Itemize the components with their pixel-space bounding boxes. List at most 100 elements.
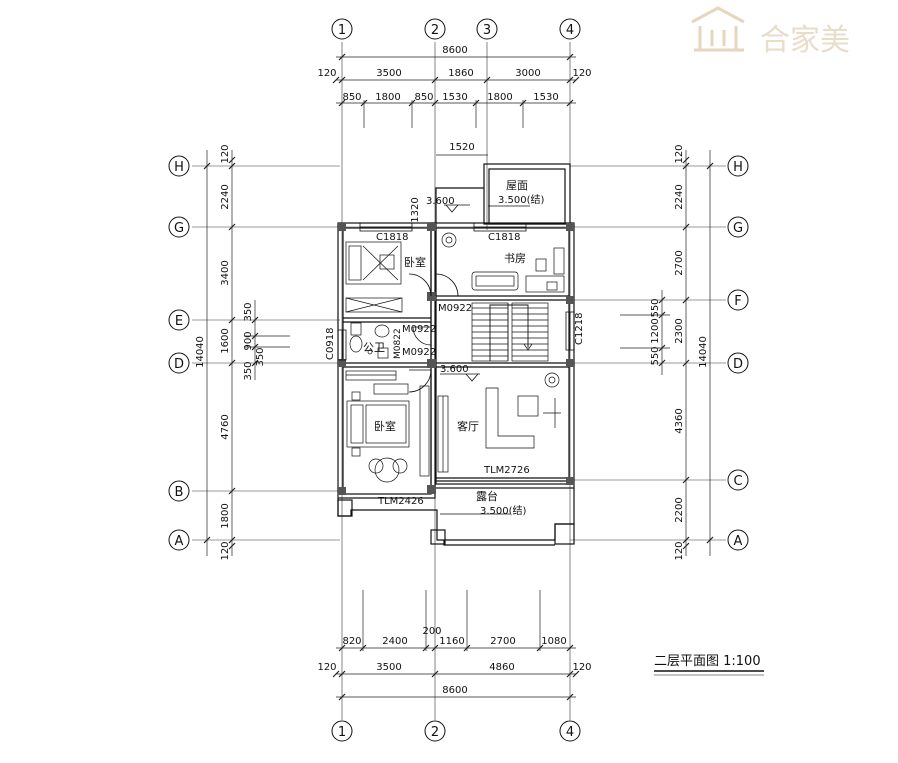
dim-top-r1-1: 3500 [376,68,401,79]
axis-left-a: A [175,534,184,549]
dim-left-3: 1600 [220,328,231,353]
bedroom-top-furniture [345,241,403,313]
label-study: 书房 [504,252,526,265]
dim-right-in-2: 550 [650,346,661,365]
windows [337,222,575,361]
axis-left-d: D [174,357,184,372]
code-m0922-a: M0922 [438,303,472,314]
code-m0922-c: M0922 [402,347,436,358]
dim-top-r2-1: 1800 [375,92,400,103]
dim-left-1: 2240 [220,184,231,209]
axis-left-b: B [175,485,184,500]
dim-right-4: 4360 [674,408,685,433]
dim-bottom-r2-5: 1080 [541,636,566,647]
dim-left-5: 4760 [220,414,231,439]
axis-right-c: C [733,474,742,489]
doors [408,273,459,393]
dim-left-4: 350 [243,361,254,380]
axis-right-g: G [733,221,743,236]
left-dimensions [203,150,290,556]
dim-left-total: 14040 [195,336,206,368]
dim-bottom-r2-0: 820 [342,636,361,647]
code-m0822: M0822 [393,328,403,359]
dim-top-r2-2: 850 [414,92,433,103]
dim-bottom-r2-1: 2400 [382,636,407,647]
dim-bottom-r2-3: 1160 [439,636,464,647]
axis-grid [192,42,726,720]
label-terrace-elev: 3.500(结) [480,504,527,517]
dim-top-r1-3: 3000 [515,68,540,79]
dim-top-extra: 1520 [449,142,474,153]
code-tlm2426: TLM2426 [377,496,424,507]
right-dimensions [620,150,714,556]
bottom-dimensions [332,590,580,701]
dim-bottom-r1-3: 120 [572,662,591,673]
watermark: 合家美 [691,6,850,58]
axis-bottom-1: 1 [338,725,346,740]
label-roof-elev: 3.500(结) [498,193,545,206]
label-bath: 公卫 [363,341,385,354]
dim-left-in-1: 900 [243,331,254,350]
walls [337,163,575,546]
dim-bottom-total: 8600 [442,685,467,696]
dim-right-6: 120 [674,541,685,560]
code-tlm2726: TLM2726 [483,465,530,476]
dim-top-r1-2: 1860 [448,68,473,79]
dim-right-3: 2300 [674,318,685,343]
code-c1818-a: C1818 [376,232,408,243]
axis-right-h: H [733,160,743,175]
dim-left-in-2: 350 [255,347,266,366]
label-elev-2: 3.600 [440,364,469,375]
axis-right-a: A [734,534,743,549]
dim-top-r2-0: 850 [342,92,361,103]
dim-right-0: 120 [674,144,685,163]
label-bedroom-top: 卧室 [404,255,426,269]
dim-top-r1-4: 120 [572,68,591,79]
axis-bottom-4: 4 [566,725,574,740]
axis-bottom-2: 2 [431,725,439,740]
logo-house-icon [691,6,745,52]
dim-left-0: 120 [220,144,231,163]
label-bedroom-main: 卧室 [374,419,396,433]
dim-right-in-0: 550 [650,298,661,317]
axis-right-d: D [733,357,743,372]
bottom-dimension-text: 820 2400 200 1160 2700 1080 120 3500 486… [317,626,591,696]
code-c1218: C1218 [574,313,585,345]
dim-bottom-r2-2: 200 [422,626,441,637]
axis-top-3: 3 [483,23,491,38]
dim-left-7: 120 [220,541,231,560]
dim-top-r2-3: 1530 [442,92,467,103]
left-dimension-text: 14040 120 2240 3400 1600 350 4760 1800 1… [195,144,266,560]
label-terrace: 露台 [476,489,498,503]
dim-bottom-r2-4: 2700 [490,636,515,647]
dim-right-2: 2700 [674,250,685,275]
dim-right-in-1: 1200 [650,318,661,343]
axis-top-1: 1 [338,23,346,38]
axis-left-g: G [174,221,184,236]
title-text: 二层平面图 1:100 [654,654,761,669]
axis-top-4: 4 [566,23,574,38]
drawing-title: 二层平面图 1:100 [654,654,764,676]
dim-right-5: 2200 [674,497,685,522]
room-labels: 屋面 3.500(结) 卧室 书房 公卫 卧室 客厅 露台 3.500(结) 3… [363,179,545,517]
dim-top-total: 8600 [442,45,467,56]
watermark-text: 合家美 [760,23,850,58]
axis-bubbles [168,18,749,742]
right-dimension-text: 120 2240 2700 2300 4360 2200 120 14040 5… [410,144,709,560]
label-elev-1: 3.600 [426,196,455,207]
axis-labels: 1 2 3 4 1 2 4 H G E D B A H G F D C A [174,23,743,740]
dim-misc-1320: 1320 [410,197,421,222]
staircase [471,302,549,362]
axis-top-2: 2 [431,23,439,38]
code-c0918: C0918 [325,328,336,360]
label-roof: 屋面 [506,179,528,192]
living-furniture [485,372,561,449]
dim-right-1: 2240 [674,184,685,209]
code-m0922-b: M0922 [402,324,436,335]
columns [338,223,574,495]
dim-top-r2-5: 1530 [533,92,558,103]
bath-furniture [349,322,390,359]
bedroom-main-furniture [345,370,449,483]
label-living: 客厅 [457,419,479,433]
